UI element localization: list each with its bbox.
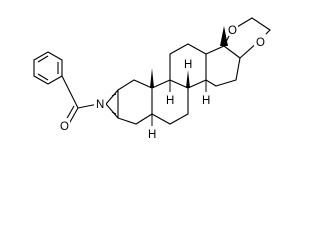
ring-c: [169, 43, 207, 89]
atom-labels: N O O O H H H H: [58, 22, 266, 141]
carbonyl-group: [61, 75, 99, 123]
h9-label: H: [166, 95, 174, 107]
phenyl-ring: [33, 51, 63, 85]
ring-a: [117, 79, 153, 125]
ring-b: [151, 79, 189, 125]
ring-d: [205, 45, 241, 87]
aziridine-ring: [105, 89, 119, 119]
chemical-structure: N O O O H H H H: [33, 17, 271, 141]
stereo-bonds: [151, 70, 207, 126]
angular-methyls: [150, 26, 228, 88]
h14-label: H: [202, 95, 210, 107]
h5-label: H: [148, 129, 156, 141]
nitrogen-label: N: [96, 99, 104, 111]
ketal-oxygen-right-label: O: [256, 37, 265, 49]
h8-label: H: [184, 59, 192, 71]
carbonyl-oxygen-label: O: [60, 121, 69, 133]
ketal-oxygen-upper-label: O: [228, 25, 237, 37]
